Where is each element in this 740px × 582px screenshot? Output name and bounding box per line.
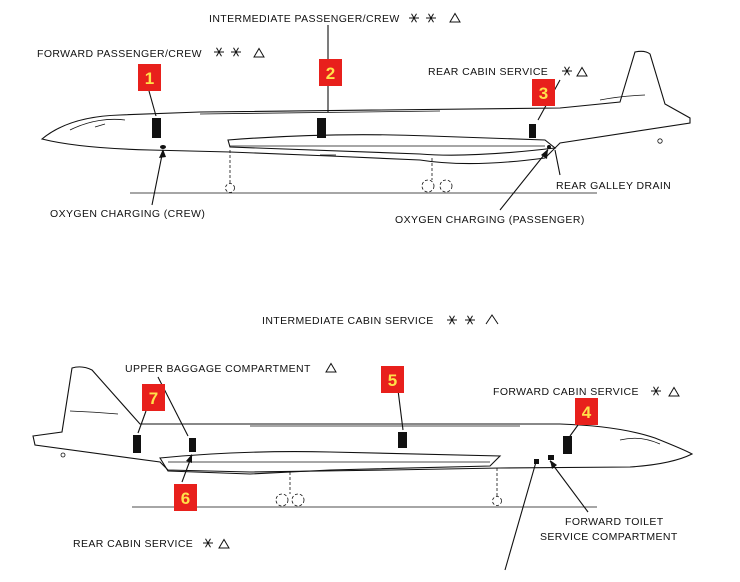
leader-rear-galley-drain [554,149,561,176]
svg-text:1: 1 [145,69,154,88]
leader-oxygen-passenger [499,149,549,211]
top-aircraft-view [40,50,691,194]
top-cockpit-window [69,118,126,131]
label-service-compartment: SERVICE COMPARTMENT [540,531,678,543]
leader-oxygen-crew [151,149,164,206]
label-oxygen-charging-passenger: OXYGEN CHARGING (PASSENGER) [395,214,585,226]
svg-text:3: 3 [539,84,548,103]
rear-door-marker [529,124,536,138]
label-rear-cabin-service-bottom: REAR CABIN SERVICE [73,538,193,550]
badge-2: 2 [319,59,342,86]
forward-door-marker [152,118,161,138]
label-forward-cabin-service: FORWARD CABIN SERVICE [493,386,639,398]
badge-6: 6 [174,484,197,511]
label-upper-baggage-compartment: UPPER BAGGAGE COMPARTMENT [125,363,311,375]
leader-forward-cabin [569,424,579,437]
badge-4: 4 [575,398,598,425]
label-forward-passenger-crew: FORWARD PASSENGER/CREW [37,48,202,60]
leader-intermediate-cabin [397,389,404,431]
svg-text:5: 5 [388,371,397,390]
triangle-symbol-upper-baggage [325,363,337,373]
rear-door-marker-bottom [133,435,141,453]
bottom-wing-nacelle [159,451,502,475]
crew-oxygen-port [160,145,166,149]
bottom-fuselage [32,366,694,473]
asterisk-triangle-symbols-rear-top [561,66,588,77]
svg-text:6: 6 [181,489,190,508]
asterisk-triangle-symbols-intermediate [408,13,461,23]
leader-forward-toilet [549,460,589,513]
bottom-aircraft-view [32,366,694,508]
svg-text:4: 4 [582,403,592,422]
label-intermediate-passenger-crew: INTERMEDIATE PASSENGER/CREW [209,13,400,25]
badge-5: 5 [381,366,404,393]
svg-text:7: 7 [149,389,158,408]
badge-7: 7 [142,384,165,411]
label-rear-cabin-service-top: REAR CABIN SERVICE [428,66,548,78]
intermediate-door-marker-bottom [398,432,407,448]
asterisk-triangle-symbols-intermediate-cabin [446,314,499,325]
leader-forward [148,90,157,117]
top-fuselage [40,50,691,165]
top-wing-nacelle [227,134,557,156]
badge-1: 1 [138,64,161,91]
label-oxygen-charging-crew: OXYGEN CHARGING (CREW) [50,208,205,220]
asterisk-triangle-symbols-forward-cabin [650,386,680,397]
intermediate-door-marker [317,118,326,138]
forward-door-marker-bottom [563,436,572,454]
label-intermediate-cabin-service: INTERMEDIATE CABIN SERVICE [262,315,434,327]
asterisk-triangle-symbols-rear-bottom [202,538,230,549]
label-rear-galley-drain: REAR GALLEY DRAIN [556,180,671,192]
asterisk-triangle-symbols-forward [213,47,265,58]
bottom-cockpit-window [619,437,661,445]
label-forward-toilet: FORWARD TOILET [565,516,664,528]
leader-rear-door-bottom [137,410,147,434]
leader-forward-potable [504,461,537,571]
badge-3: 3 [532,79,555,106]
svg-text:2: 2 [326,64,335,83]
forward-toilet-panel [548,455,554,460]
